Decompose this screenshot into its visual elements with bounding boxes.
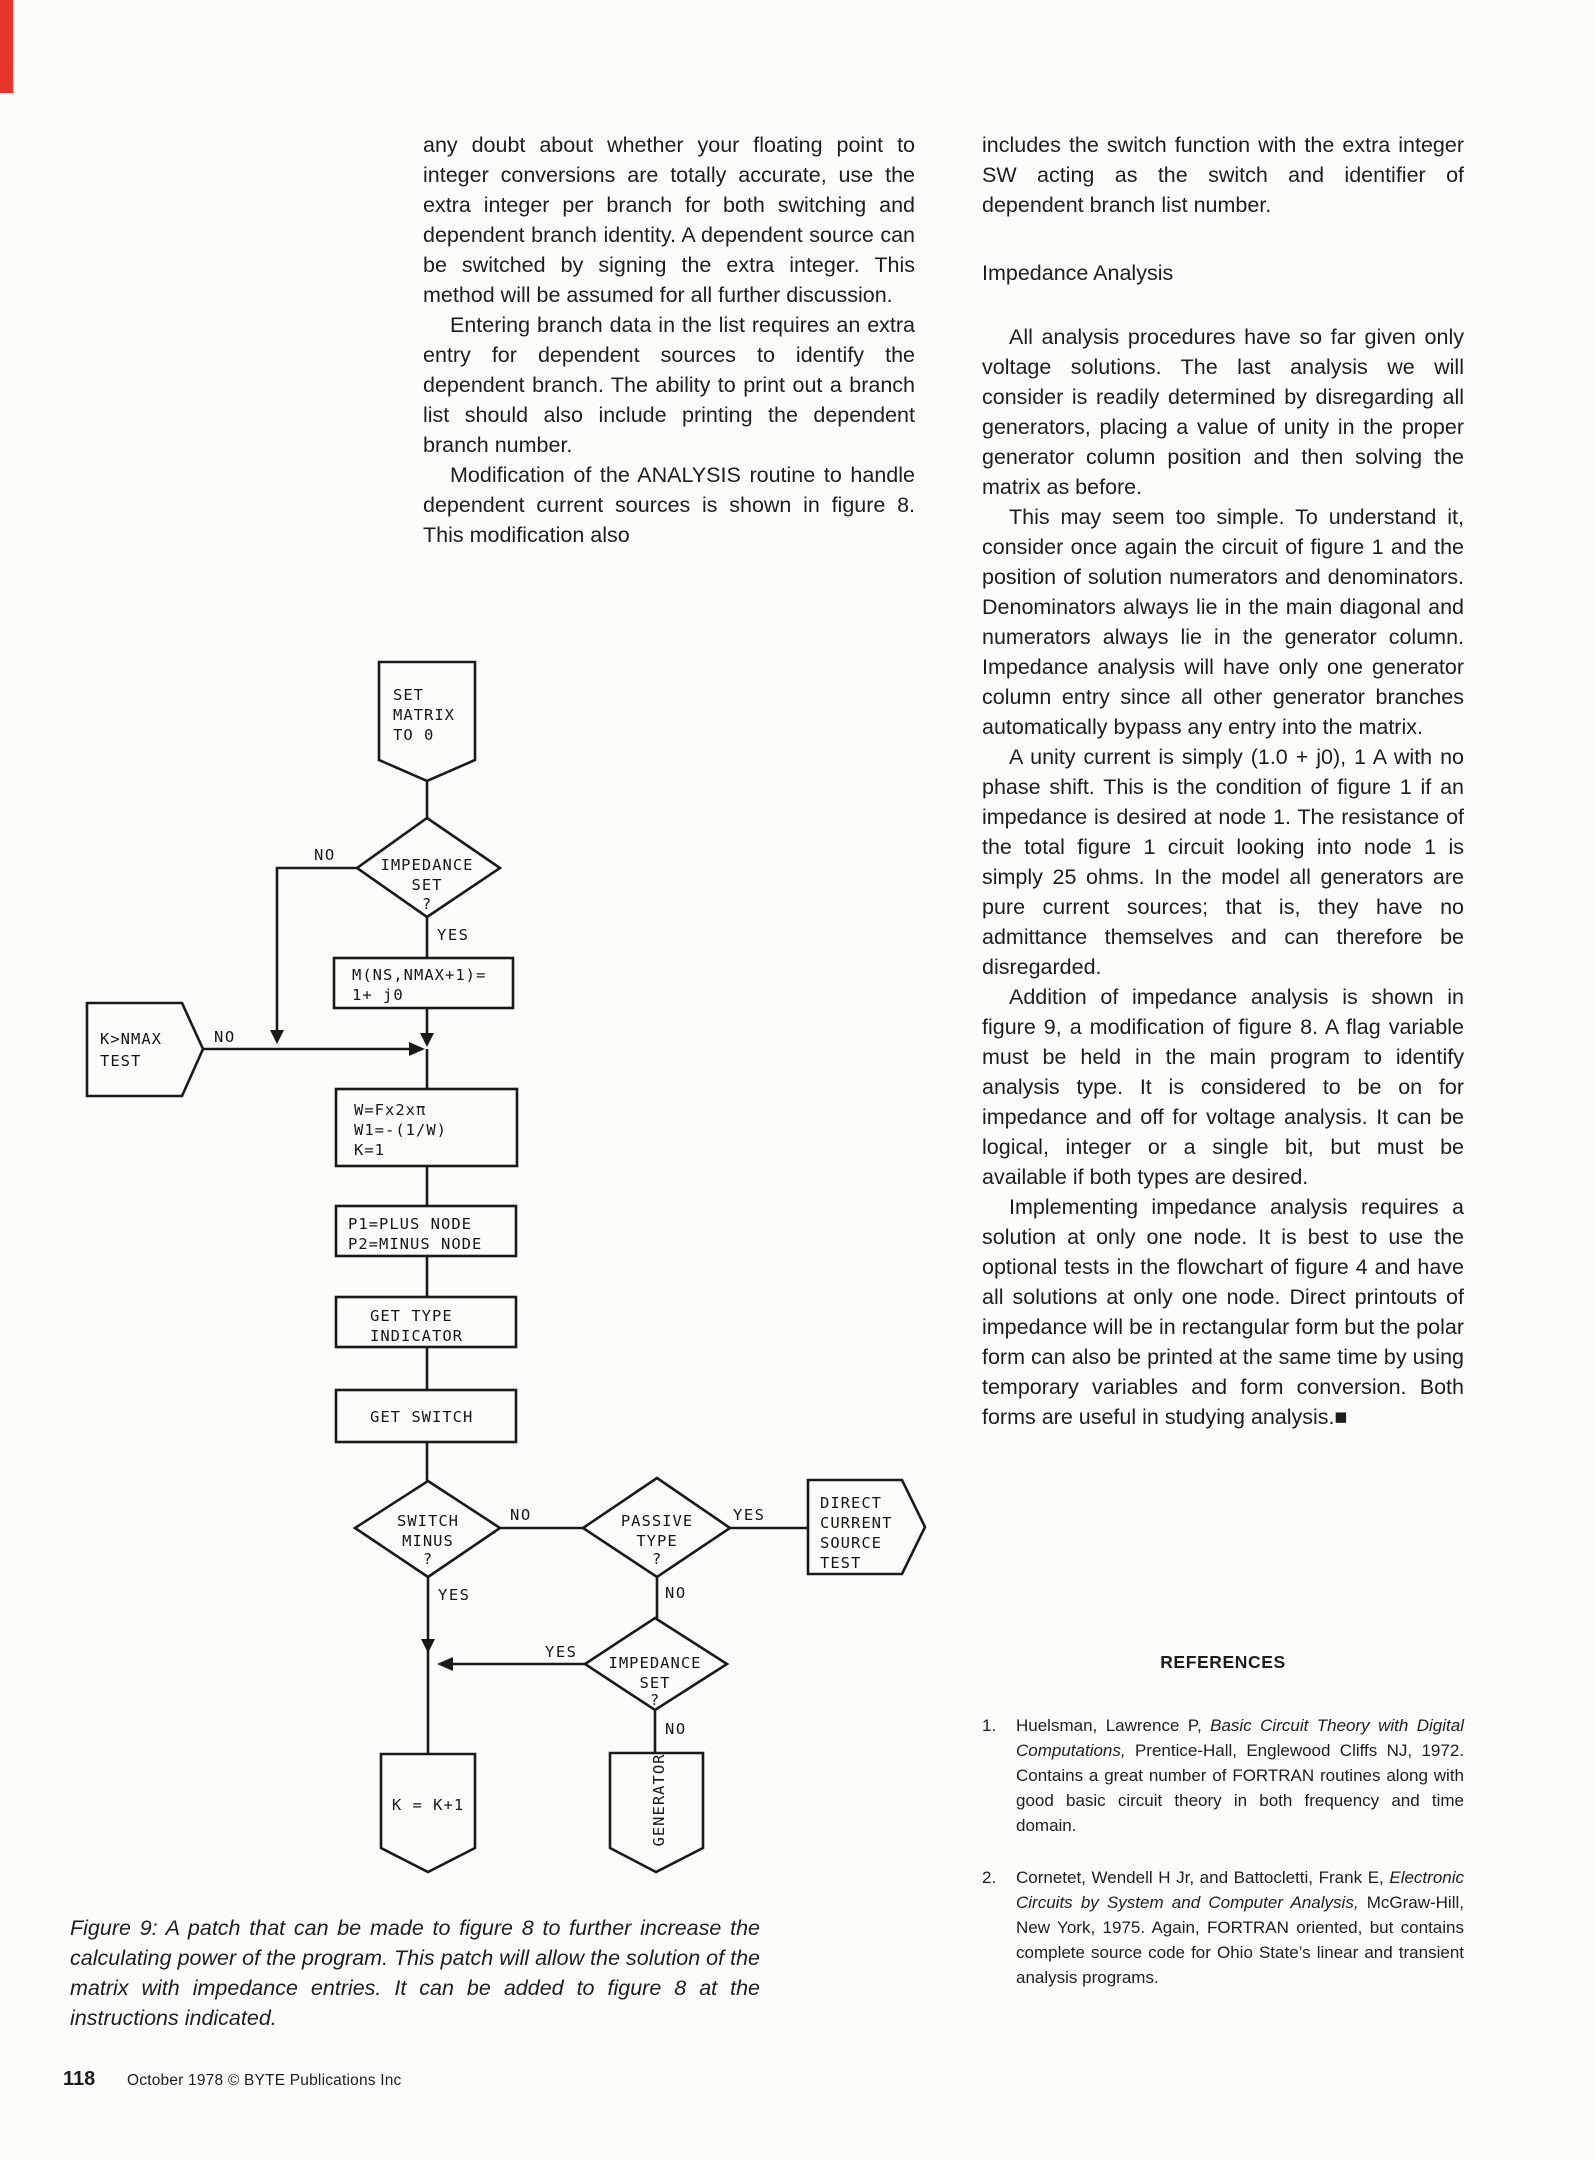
paragraph: Entering branch data in the list require… bbox=[423, 313, 915, 457]
svg-text:1+ j0: 1+ j0 bbox=[352, 986, 404, 1004]
svg-text:GET SWITCH: GET SWITCH bbox=[370, 1408, 473, 1426]
flowchart-decision-passive-type: PASSIVE TYPE ? bbox=[580, 1476, 733, 1579]
edge-label-no: NO bbox=[214, 1028, 236, 1046]
right-text-column: includes the switch function with the ex… bbox=[982, 130, 1464, 1432]
svg-text:SET: SET bbox=[640, 1674, 671, 1692]
svg-text:SET: SET bbox=[393, 686, 424, 704]
page-edge-red-mark bbox=[0, 0, 13, 93]
svg-text:MINUS: MINUS bbox=[402, 1532, 454, 1550]
paragraph: All analysis procedures have so far give… bbox=[982, 325, 1464, 499]
figure-caption: Figure 9: A patch that can be made to fi… bbox=[70, 1916, 760, 2030]
reference-number: 1. bbox=[982, 1716, 997, 1735]
svg-text:?: ? bbox=[423, 1550, 433, 1568]
svg-text:MATRIX: MATRIX bbox=[393, 706, 455, 724]
svg-text:W1=-(1/W): W1=-(1/W) bbox=[354, 1121, 447, 1139]
svg-text:CURRENT: CURRENT bbox=[820, 1514, 892, 1532]
svg-text:TO 0: TO 0 bbox=[393, 726, 434, 744]
flowchart-decision-impedance-set-1: IMPEDANCE SET ? bbox=[354, 816, 503, 919]
edge-label-no: NO bbox=[665, 1720, 687, 1738]
edge-label-no: NO bbox=[510, 1506, 532, 1524]
page-footer: 118 October 1978 © BYTE Publications Inc bbox=[0, 2068, 900, 2098]
svg-text:INDICATOR: INDICATOR bbox=[370, 1327, 463, 1345]
svg-text:DIRECT: DIRECT bbox=[820, 1494, 882, 1512]
flowchart-decision-impedance-set-2: IMPEDANCE SET ? bbox=[582, 1616, 730, 1712]
svg-text:K>NMAX: K>NMAX bbox=[100, 1030, 162, 1048]
flowchart-node-get-switch: GET SWITCH bbox=[334, 1388, 518, 1444]
reference-text: Huelsman, Lawrence P, Basic Circuit Theo… bbox=[1016, 1716, 1464, 1835]
flowchart-connectors bbox=[203, 781, 808, 1754]
paragraph: This may seem too simple. To understand … bbox=[982, 505, 1464, 739]
paragraph: Implementing impedance analysis requires… bbox=[982, 1195, 1464, 1429]
flowchart-node-generator: GENERATOR bbox=[608, 1751, 705, 1874]
reference-number: 2. bbox=[982, 1868, 997, 1887]
flowchart-node-direct-current-source-test: DIRECT CURRENT SOURCE TEST bbox=[806, 1478, 927, 1576]
svg-text:TEST: TEST bbox=[820, 1554, 861, 1572]
edge-label-yes: YES bbox=[733, 1506, 766, 1524]
references-section: REFERENCES 1. Huelsman, Lawrence P, Basi… bbox=[982, 1650, 1464, 2017]
svg-text:M(NS,NMAX+1)=: M(NS,NMAX+1)= bbox=[352, 966, 486, 984]
edge-label-no: NO bbox=[314, 846, 336, 864]
svg-text:PASSIVE: PASSIVE bbox=[621, 1512, 693, 1530]
references-heading: REFERENCES bbox=[1160, 1652, 1286, 1672]
svg-text:SET: SET bbox=[412, 876, 443, 894]
svg-text:TYPE: TYPE bbox=[636, 1532, 677, 1550]
paragraph: includes the switch function with the ex… bbox=[982, 133, 1464, 217]
flowchart-node-omega: W=Fx2xπ W1=-(1/W) K=1 bbox=[334, 1087, 519, 1168]
svg-text:?: ? bbox=[422, 895, 432, 913]
edge-label-yes: YES bbox=[545, 1643, 578, 1661]
reference-title: Basic Circuit Theory with Digital Comput… bbox=[1016, 1716, 1464, 1760]
paragraph: A unity current is simply (1.0 + j0), 1 … bbox=[982, 745, 1464, 979]
paragraph: Addition of impedance analysis is shown … bbox=[982, 985, 1464, 1189]
svg-text:SWITCH: SWITCH bbox=[397, 1512, 459, 1530]
flowchart-node-knmax-test: K>NMAX TEST bbox=[85, 1001, 205, 1098]
section-heading: Impedance Analysis bbox=[982, 261, 1174, 285]
paragraph: Modification of the ANALYSIS routine to … bbox=[423, 463, 915, 547]
svg-text:K = K+1: K = K+1 bbox=[392, 1796, 464, 1814]
flowchart-node-node-assign: P1=PLUS NODE P2=MINUS NODE bbox=[334, 1204, 518, 1258]
reference-item: 2. Cornetet, Wendell H Jr, and Battoclet… bbox=[982, 1865, 1464, 1990]
svg-text:K=1: K=1 bbox=[354, 1141, 385, 1159]
edge-label-yes: YES bbox=[438, 1586, 471, 1604]
reference-text: Cornetet, Wendell H Jr, and Battocletti,… bbox=[1016, 1868, 1464, 1987]
svg-text:?: ? bbox=[650, 1691, 660, 1709]
flowchart-figure9: SET MATRIX TO 0 IMPEDANCE SET ? NO YES M… bbox=[85, 660, 927, 1874]
left-text-column: any doubt about whether your floating po… bbox=[423, 130, 915, 550]
reference-title: Electronic Circuits by System and Comput… bbox=[1016, 1868, 1464, 1912]
page-number: 118 bbox=[63, 2068, 96, 2090]
svg-text:P1=PLUS NODE: P1=PLUS NODE bbox=[348, 1215, 472, 1233]
flowchart-node-set-matrix: SET MATRIX TO 0 bbox=[377, 660, 477, 783]
svg-text:SOURCE: SOURCE bbox=[820, 1534, 882, 1552]
flowchart-decision-switch-minus: SWITCH MINUS ? bbox=[352, 1479, 503, 1579]
flowchart-node-k-increment: K = K+1 bbox=[379, 1752, 477, 1874]
svg-text:IMPEDANCE: IMPEDANCE bbox=[609, 1654, 702, 1672]
flowchart-node-matrix-entry: M(NS,NMAX+1)= 1+ j0 bbox=[332, 956, 515, 1010]
svg-text:IMPEDANCE: IMPEDANCE bbox=[381, 856, 474, 874]
publication-credit: October 1978 © BYTE Publications Inc bbox=[127, 2072, 402, 2089]
reference-item: 1. Huelsman, Lawrence P, Basic Circuit T… bbox=[982, 1713, 1464, 1838]
svg-text:P2=MINUS NODE: P2=MINUS NODE bbox=[348, 1235, 482, 1253]
edge-label-no: NO bbox=[665, 1584, 687, 1602]
svg-text:TEST: TEST bbox=[100, 1052, 141, 1070]
flowchart-node-get-type: GET TYPE INDICATOR bbox=[334, 1295, 518, 1349]
svg-text:W=Fx2xπ: W=Fx2xπ bbox=[354, 1101, 426, 1119]
edge-label-yes: YES bbox=[437, 926, 470, 944]
svg-text:?: ? bbox=[652, 1550, 662, 1568]
paragraph: any doubt about whether your floating po… bbox=[423, 133, 915, 307]
svg-text:GET TYPE: GET TYPE bbox=[370, 1307, 453, 1325]
svg-text:GENERATOR: GENERATOR bbox=[650, 1754, 668, 1847]
